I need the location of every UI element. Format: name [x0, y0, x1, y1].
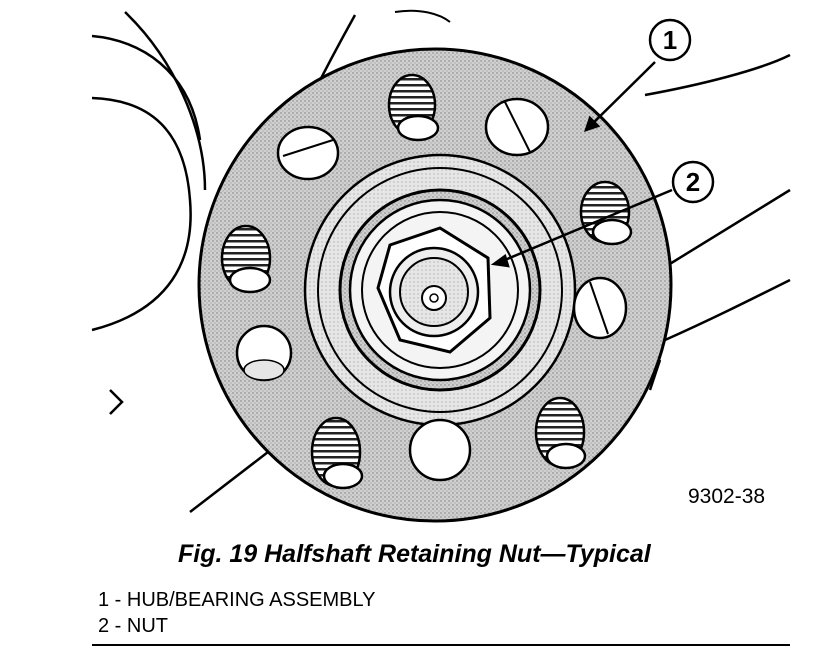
hole-upper-left	[276, 125, 340, 181]
legend-item-nut: 2 - NUT	[98, 615, 168, 637]
figure-caption: Fig. 19 Halfshaft Retaining Nut—Typical	[178, 540, 651, 568]
callout-1-label: 1	[663, 25, 677, 55]
stud-lower-left	[310, 416, 364, 490]
legend-item-hub-bearing: 1 - HUB/BEARING ASSEMBLY	[98, 589, 376, 611]
hole-bottom	[408, 418, 472, 482]
hole-upper-right	[484, 97, 550, 157]
wheel-studs	[220, 73, 633, 490]
stud-upper-right	[579, 180, 633, 246]
hole-left	[235, 324, 293, 382]
background-linework	[91, 9, 791, 513]
hole-right	[572, 276, 628, 340]
stud-left	[220, 224, 272, 294]
callout-leaders	[490, 61, 673, 268]
figure-legend: 1 - HUB/BEARING ASSEMBLY 2 - NUT	[98, 587, 376, 639]
stud-top	[387, 73, 440, 142]
hub-bearing-illustration: 1 2 9302-38	[91, 9, 791, 523]
drawing-number: 9302-38	[688, 485, 765, 508]
bottom-divider	[92, 644, 790, 646]
stud-lower-right	[534, 396, 587, 470]
flange-holes	[235, 97, 628, 482]
callout-2-label: 2	[686, 167, 700, 197]
halfshaft-nut	[376, 226, 492, 354]
callout-1: 1	[648, 18, 692, 62]
callout-2: 2	[671, 160, 715, 204]
